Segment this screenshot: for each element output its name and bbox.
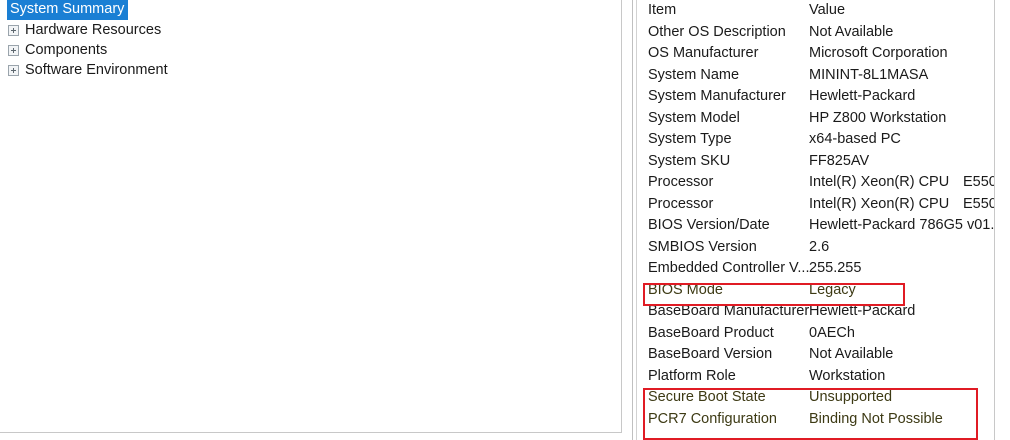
details-row[interactable]: OS Manufacturer Microsoft Corporation <box>633 43 995 65</box>
detail-item-label: BIOS Version/Date <box>648 217 770 233</box>
detail-item-label: System Name <box>648 66 740 83</box>
detail-item-label: System Manufacturer <box>648 88 786 104</box>
detail-item-label: BaseBoard Version <box>648 346 773 362</box>
detail-item-value: x64-based PC <box>809 131 901 147</box>
column-header-item: Item <box>648 2 677 18</box>
detail-item-value: Not Available <box>809 23 894 40</box>
tree-item-components[interactable]: Components <box>0 40 621 60</box>
tree-item-hardware-resources[interactable]: Hardware Resources <box>0 20 621 40</box>
expand-plus-icon[interactable] <box>8 44 19 56</box>
expand-plus-icon[interactable] <box>8 64 19 76</box>
tree-item-label: Components <box>25 42 108 58</box>
detail-item-value: HP Z800 Workstation <box>809 109 947 126</box>
details-row[interactable]: Processor Intel(R) Xeon(R) CPU E5506 <box>633 194 995 216</box>
detail-item-value: Hewlett-Packard <box>809 88 916 104</box>
details-row[interactable]: PCR7 Configuration Binding Not Possible <box>633 409 995 431</box>
detail-item-label: Embedded Controller V... <box>648 260 810 276</box>
details-row[interactable]: BIOS Version/Date Hewlett-Packard 786G5 v… <box>633 215 995 237</box>
detail-item-label: System SKU <box>648 152 731 169</box>
detail-item-value: MININT-8L1MASA <box>809 66 929 83</box>
details-row[interactable]: System Model HP Z800 Workstation <box>633 108 995 130</box>
detail-item-value: Binding Not Possible <box>809 410 943 427</box>
detail-item-value: 2.6 <box>809 238 830 255</box>
detail-item-value: Hewlett-Packard 786G5 v01.17, 8/ <box>809 217 995 233</box>
detail-item-value: Intel(R) Xeon(R) CPU <box>809 195 950 212</box>
detail-item-value-overflow: E5506 <box>963 195 995 212</box>
details-row[interactable]: System Name MININT-8L1MASA <box>633 65 995 87</box>
details-row[interactable]: System Type x64-based PC <box>633 129 995 151</box>
details-row[interactable]: Other OS Description Not Available <box>633 22 995 44</box>
detail-item-label: BaseBoard Product <box>648 324 774 341</box>
details-row[interactable]: Secure Boot State Unsupported <box>633 387 995 409</box>
detail-item-value: 0AECh <box>809 324 855 341</box>
details-row[interactable]: System Manufacturer Hewlett-Packard <box>633 86 995 108</box>
detail-item-label: System Type <box>648 131 732 147</box>
details-row[interactable]: System SKU FF825AV <box>633 151 995 173</box>
detail-item-label: Other OS Description <box>648 23 786 40</box>
expand-plus-icon[interactable] <box>8 24 19 36</box>
detail-item-label: SMBIOS Version <box>648 238 757 255</box>
detail-item-label: BaseBoard Manufacturer <box>648 303 810 319</box>
detail-item-value: Hewlett-Packard <box>809 303 916 319</box>
detail-item-label: System Model <box>648 109 740 126</box>
details-row[interactable]: BaseBoard Product 0AECh <box>633 323 995 345</box>
details-row[interactable]: BaseBoard Version Not Available <box>633 344 995 366</box>
details-row[interactable]: Processor Intel(R) Xeon(R) CPU E5506 <box>633 172 995 194</box>
details-header-row: Item Value <box>633 0 995 22</box>
column-header-value: Value <box>809 2 846 18</box>
detail-item-value: Workstation <box>809 367 886 384</box>
detail-item-label: OS Manufacturer <box>648 45 759 61</box>
detail-item-value: FF825AV <box>809 152 870 169</box>
detail-item-label: Processor <box>648 195 714 212</box>
detail-item-label: Platform Role <box>648 367 736 384</box>
detail-item-value: Intel(R) Xeon(R) CPU <box>809 174 950 190</box>
detail-item-value: Not Available <box>809 346 894 362</box>
detail-item-label: Secure Boot State <box>648 389 766 405</box>
detail-item-value: Microsoft Corporation <box>809 45 948 61</box>
details-row[interactable]: Embedded Controller V...255.255 <box>633 258 995 280</box>
tree-item-software-environment[interactable]: Software Environment <box>0 60 621 80</box>
tree-item-label: Software Environment <box>25 62 168 78</box>
tree-item-label: System Summary <box>7 0 129 20</box>
tree-item-system-summary[interactable]: System Summary <box>0 0 621 20</box>
details-row[interactable]: SMBIOS Version 2.6 <box>633 237 995 259</box>
details-row[interactable]: BIOS Mode Legacy <box>633 280 995 302</box>
detail-item-value: 255.255 <box>809 260 862 276</box>
details-row[interactable]: Platform Role Workstation <box>633 366 995 388</box>
detail-item-label: PCR7 Configuration <box>648 410 777 427</box>
detail-item-label: BIOS Mode <box>648 281 723 298</box>
detail-item-label: Processor <box>648 174 714 190</box>
tree-item-label: Hardware Resources <box>25 22 162 38</box>
detail-item-value: Unsupported <box>809 389 893 405</box>
detail-item-value-overflow: E5506 <box>963 174 995 190</box>
detail-item-value: Legacy <box>809 281 856 298</box>
